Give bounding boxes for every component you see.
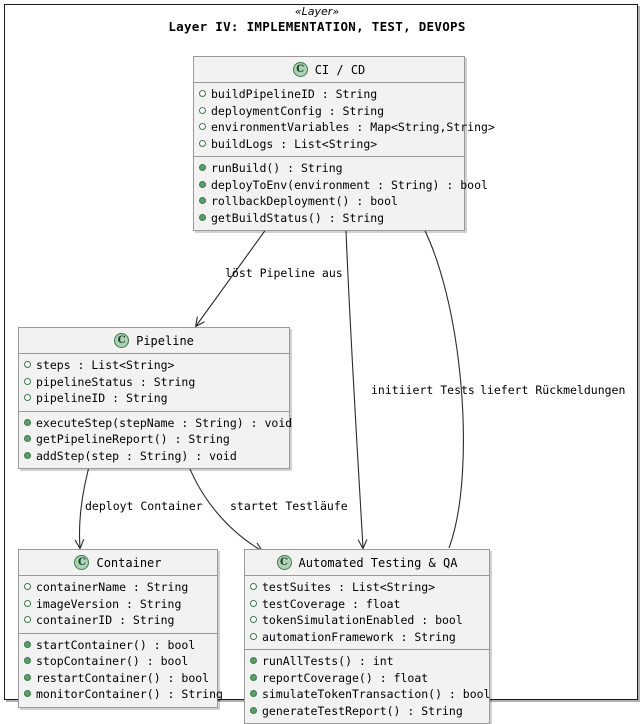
attribute-row: buildPipelineID : String bbox=[199, 86, 458, 103]
method-row: executeStep(stepName : String) : void bbox=[24, 415, 292, 432]
class-methods-container: startContainer() : bool stopContainer() … bbox=[19, 634, 223, 707]
visibility-public-icon bbox=[250, 583, 257, 590]
attribute-row: pipelineStatus : String bbox=[24, 374, 283, 391]
attribute-row: automationFramework : String bbox=[250, 629, 483, 646]
class-name-label: Pipeline bbox=[136, 333, 194, 348]
class-attributes-automated-testing-qa: testSuites : List<String> testCoverage :… bbox=[245, 576, 489, 650]
visibility-public-icon bbox=[250, 706, 257, 714]
attribute-row: environmentVariables : Map<String,String… bbox=[199, 119, 495, 136]
visibility-public-icon bbox=[199, 213, 206, 221]
visibility-public-icon bbox=[24, 451, 31, 459]
method-row: addStep(step : String) : void bbox=[24, 448, 283, 465]
edge-testing-to-cicd bbox=[411, 206, 464, 549]
method-row: stopContainer() : bool bbox=[24, 653, 211, 670]
method-row: simulateTokenTransaction() : bool bbox=[250, 686, 490, 703]
visibility-public-icon bbox=[199, 197, 206, 204]
visibility-public-icon bbox=[250, 690, 257, 697]
visibility-public-icon bbox=[250, 657, 257, 664]
visibility-public-icon bbox=[24, 640, 31, 648]
attribute-row: steps : List<String> bbox=[24, 357, 283, 374]
attribute-row: containerName : String bbox=[24, 579, 211, 596]
attribute-row: tokenSimulationEnabled : bool bbox=[250, 612, 483, 629]
edge-label-initiiert-tests: initiiert Tests bbox=[371, 383, 475, 397]
visibility-public-icon bbox=[250, 673, 257, 681]
class-box-container[interactable]: C Container containerName : String image… bbox=[18, 549, 223, 708]
visibility-public-icon bbox=[24, 377, 31, 385]
visibility-public-icon bbox=[250, 599, 257, 607]
class-title-container: C Container bbox=[19, 550, 217, 576]
class-box-automated-testing-qa[interactable]: C Automated Testing & QA testSuites : Li… bbox=[244, 549, 490, 724]
uml-diagram-canvas: «Layer» Layer IV: IMPLEMENTATION, TEST, … bbox=[4, 4, 638, 724]
attribute-row: containerID : String bbox=[24, 612, 211, 629]
class-attributes-pipeline: steps : List<String> pipelineStatus : St… bbox=[19, 354, 289, 412]
method-row: generateTestReport() : String bbox=[250, 703, 483, 720]
class-badge-icon: C bbox=[292, 62, 308, 77]
visibility-public-icon bbox=[24, 616, 31, 623]
attribute-row: testCoverage : float bbox=[250, 596, 483, 613]
visibility-public-icon bbox=[24, 583, 31, 590]
class-box-ci-cd[interactable]: C CI / CD buildPipelineID : String deplo… bbox=[193, 56, 495, 231]
visibility-public-icon bbox=[24, 418, 31, 426]
class-attributes-ci-cd: buildPipelineID : String deploymentConfi… bbox=[194, 83, 495, 157]
class-attributes-container: containerName : String imageVersion : St… bbox=[19, 576, 217, 634]
edge-label-startet-testlaeufe: startet Testläufe bbox=[230, 499, 348, 513]
attribute-row: buildLogs : List<String> bbox=[199, 136, 458, 153]
edge-cicd-to-testing bbox=[344, 202, 368, 550]
visibility-public-icon bbox=[199, 90, 206, 97]
class-badge-icon: C bbox=[114, 333, 130, 348]
attribute-row: imageVersion : String bbox=[24, 596, 211, 613]
method-row: runBuild() : String bbox=[199, 160, 458, 177]
class-methods-ci-cd: runBuild() : String deployToEnv(environm… bbox=[194, 157, 488, 230]
method-row: runAllTests() : int bbox=[250, 653, 483, 670]
visibility-public-icon bbox=[199, 106, 206, 114]
edge-pipeline-to-testing bbox=[184, 455, 264, 552]
class-name-label: Automated Testing & QA bbox=[298, 555, 458, 570]
edge-label-deployt-container: deployt Container bbox=[85, 499, 203, 513]
visibility-public-icon bbox=[24, 657, 31, 664]
visibility-public-icon bbox=[24, 599, 31, 607]
class-badge-icon: C bbox=[74, 555, 90, 570]
method-row: rollbackDeployment() : bool bbox=[199, 193, 458, 210]
class-title-pipeline: C Pipeline bbox=[19, 328, 289, 354]
visibility-public-icon bbox=[250, 616, 257, 623]
visibility-public-icon bbox=[199, 123, 206, 130]
visibility-public-icon bbox=[24, 361, 31, 368]
edge-label-loest-pipeline-aus: löst Pipeline aus bbox=[225, 266, 343, 280]
class-title-automated-testing-qa: C Automated Testing & QA bbox=[245, 550, 489, 576]
attribute-row: deploymentConfig : String bbox=[199, 103, 458, 120]
class-title-ci-cd: C CI / CD bbox=[194, 57, 464, 83]
visibility-public-icon bbox=[250, 632, 257, 640]
visibility-public-icon bbox=[24, 673, 31, 681]
class-name-label: Container bbox=[96, 555, 162, 570]
method-row: getPipelineReport() : String bbox=[24, 431, 283, 448]
visibility-public-icon bbox=[24, 690, 31, 697]
visibility-public-icon bbox=[24, 394, 31, 401]
method-row: monitorContainer() : String bbox=[24, 686, 223, 703]
method-row: restartContainer() : bool bbox=[24, 670, 211, 687]
class-methods-automated-testing-qa: runAllTests() : int reportCoverage() : f… bbox=[245, 650, 490, 723]
method-row: reportCoverage() : float bbox=[250, 670, 483, 687]
method-row: startContainer() : bool bbox=[24, 637, 211, 654]
class-name-label: CI / CD bbox=[314, 62, 366, 77]
method-row: getBuildStatus() : String bbox=[199, 210, 458, 227]
class-methods-pipeline: executeStep(stepName : String) : void ge… bbox=[19, 412, 292, 469]
method-row: deployToEnv(environment : String) : bool bbox=[199, 177, 488, 194]
visibility-public-icon bbox=[199, 180, 206, 188]
visibility-public-icon bbox=[199, 164, 206, 171]
attribute-row: pipelineID : String bbox=[24, 390, 283, 407]
edge-layer bbox=[74, 202, 464, 552]
class-badge-icon: C bbox=[276, 555, 292, 570]
edge-label-liefert-rueckmeldungen: liefert Rückmeldungen bbox=[480, 383, 626, 397]
visibility-public-icon bbox=[199, 139, 206, 147]
visibility-public-icon bbox=[24, 435, 31, 442]
attribute-row: testSuites : List<String> bbox=[250, 579, 483, 596]
class-box-pipeline[interactable]: C Pipeline steps : List<String> pipeline… bbox=[18, 327, 292, 469]
